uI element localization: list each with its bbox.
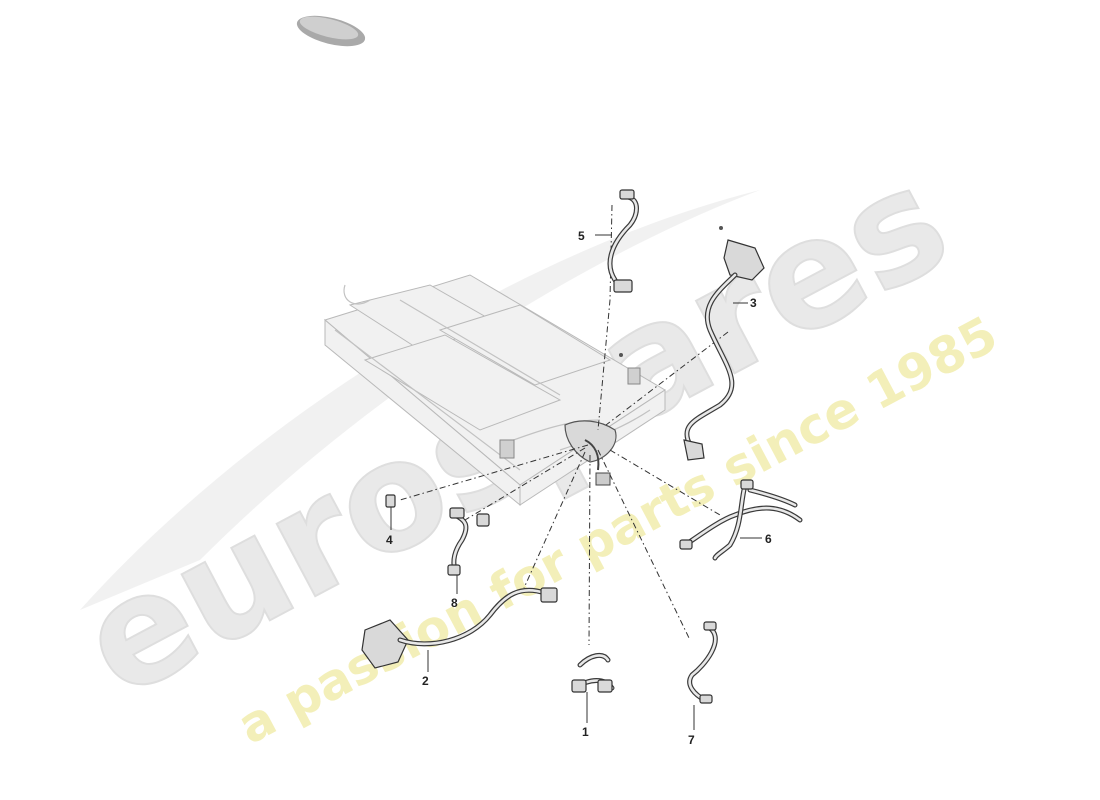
harness-part-8 [447,507,490,576]
harness-part-2 [361,587,558,669]
connector-part-4 [385,494,396,508]
harness-part-7 [687,621,718,704]
callout-1[interactable]: 1 [582,725,589,739]
watermark-swoosh [80,190,760,610]
callout-stems [390,234,762,730]
harness-part-5 [607,189,639,293]
model-badge [296,15,366,47]
callout-3[interactable]: 3 [750,296,757,310]
harness-part-3 [619,226,765,461]
callout-5[interactable]: 5 [578,229,585,243]
callout-6[interactable]: 6 [765,532,772,546]
leader-lines [399,204,729,646]
callout-4[interactable]: 4 [386,533,393,547]
harness-part-6 [679,479,803,561]
callout-8[interactable]: 8 [451,596,458,610]
harness-part-1 [571,652,615,693]
callout-7[interactable]: 7 [688,733,695,747]
battery-pack [323,274,666,507]
callout-labels: 5 3 4 8 6 2 1 7 [386,229,772,747]
callout-2[interactable]: 2 [422,674,429,688]
